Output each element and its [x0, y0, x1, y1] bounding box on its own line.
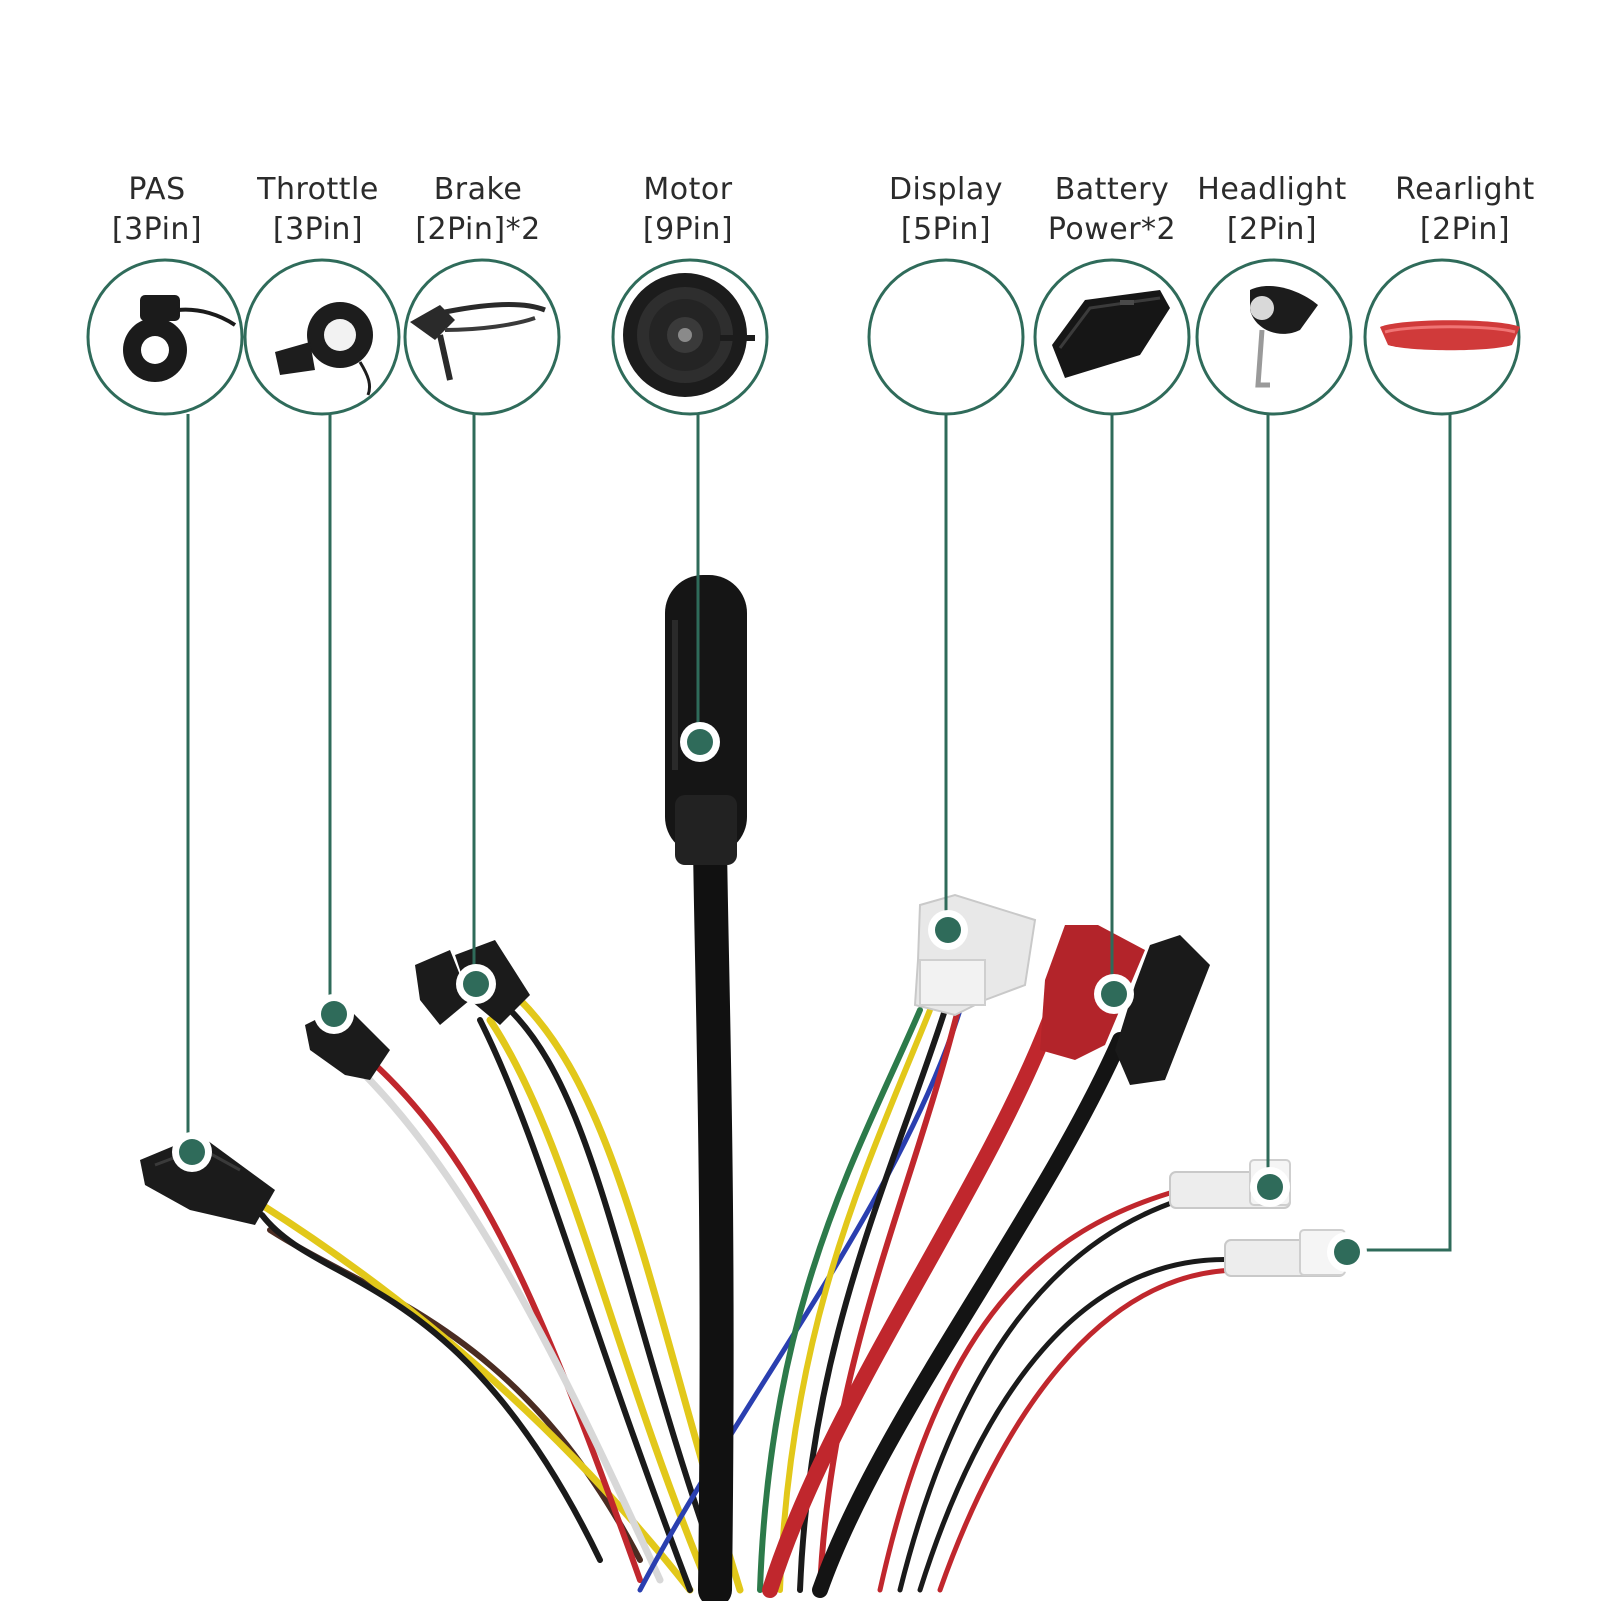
brake-lever-icon	[410, 301, 546, 381]
label-motor-pins: [9Pin]	[642, 212, 734, 247]
pas-sensor-icon	[123, 295, 237, 382]
label-headlight-pins: [2Pin]	[1226, 212, 1318, 247]
dot-headlight	[1250, 1167, 1290, 1207]
label-throttle: Throttle [3Pin]	[218, 170, 418, 250]
label-brake: Brake [2Pin]*2	[378, 170, 578, 250]
dot-rearlight	[1327, 1232, 1367, 1272]
label-headlight-name: Headlight	[1197, 172, 1347, 207]
label-brake-name: Brake	[433, 172, 523, 207]
rearlight-icon	[1380, 320, 1520, 351]
battery-black-connector	[1115, 935, 1210, 1085]
dot-pas	[172, 1132, 212, 1172]
dot-throttle	[314, 994, 354, 1034]
hub-motor-icon	[623, 273, 755, 397]
label-pas-pins: [3Pin]	[111, 212, 203, 247]
battery-icon	[1052, 290, 1170, 378]
label-brake-pins: [2Pin]*2	[415, 212, 541, 247]
dot-battery	[1094, 974, 1134, 1014]
label-motor: Motor [9Pin]	[588, 170, 788, 250]
label-battery-name: Battery	[1054, 172, 1170, 207]
rearlight-connector	[1224, 1229, 1346, 1277]
label-motor-name: Motor	[643, 172, 733, 207]
thumb-throttle-icon	[275, 302, 373, 396]
label-rearlight-pins: [2Pin]	[1419, 212, 1511, 247]
label-throttle-name: Throttle	[257, 172, 379, 207]
label-pas-name: PAS	[128, 172, 186, 207]
battery-red-connector	[1040, 925, 1145, 1060]
headlight-icon	[1250, 285, 1318, 388]
label-display-pins: [5Pin]	[900, 212, 992, 247]
label-battery: Battery Power*2	[1012, 170, 1212, 250]
wire-bundle	[258, 828, 1243, 1601]
label-rearlight-name: Rearlight	[1395, 172, 1535, 207]
label-headlight: Headlight [2Pin]	[1172, 170, 1372, 250]
motor-connector	[665, 575, 747, 865]
dot-motor	[680, 722, 720, 762]
label-battery-pins: Power*2	[1047, 212, 1177, 247]
label-pas: PAS [3Pin]	[57, 170, 257, 250]
endpoint-dots	[172, 722, 1367, 1272]
dot-brake	[456, 964, 496, 1004]
icon-circles	[86, 258, 1521, 416]
dot-display	[928, 910, 968, 950]
leader-lines	[186, 414, 1452, 1252]
label-display: Display [5Pin]	[846, 170, 1046, 250]
label-throttle-pins: [3Pin]	[272, 212, 364, 247]
label-display-name: Display	[888, 172, 1004, 207]
label-rearlight: Rearlight [2Pin]	[1365, 170, 1565, 250]
display-connector	[913, 893, 1037, 1017]
